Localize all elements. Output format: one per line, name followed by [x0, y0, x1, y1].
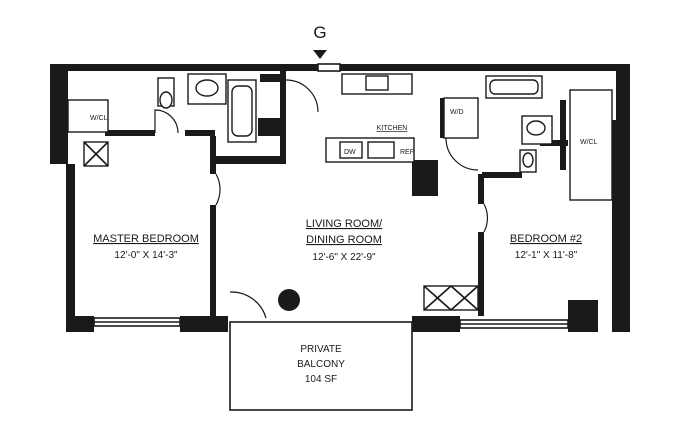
kitchen: KITCHEN DW REF. — [325, 73, 415, 163]
balcony-label-line1: PRIVATE — [300, 344, 342, 355]
living-room-dims: 12'-6" X 22'-9" — [312, 252, 376, 263]
master-bath — [157, 73, 280, 143]
bedroom2-dims: 12'-1" X 11'-8" — [515, 250, 578, 261]
bedroom2-bath — [485, 75, 553, 173]
wic-left-label: W/CL — [90, 115, 108, 122]
exterior-walls — [50, 64, 630, 332]
balcony-label-line2: BALCONY — [297, 359, 345, 370]
windows — [93, 63, 569, 329]
balcony-outline — [229, 321, 413, 411]
dw-label: DW — [344, 149, 356, 156]
doors — [154, 79, 488, 319]
ref-label: REF. — [400, 149, 415, 156]
master-closet: W/CL — [67, 99, 109, 167]
balcony-area: 104 SF — [305, 374, 337, 385]
column — [278, 289, 300, 311]
wd-label: W/D — [450, 109, 464, 116]
bedroom2-closet: W/CL — [423, 89, 613, 311]
dining-room-label: DINING ROOM — [306, 234, 382, 246]
kitchen-label: KITCHEN — [377, 125, 408, 132]
interior-walls — [105, 64, 568, 317]
living-room-label: LIVING ROOM/ — [306, 218, 383, 230]
master-bedroom-dims: 12'-0" X 14'-3" — [114, 250, 178, 261]
bedroom2-label: BEDROOM #2 — [510, 233, 582, 245]
wic-right-label: W/CL — [580, 139, 598, 146]
entry-arrow-icon — [313, 50, 327, 59]
washer-dryer: W/D — [443, 97, 479, 139]
entry-marker-label: G — [313, 23, 326, 42]
master-bedroom-label: MASTER BEDROOM — [93, 233, 199, 245]
